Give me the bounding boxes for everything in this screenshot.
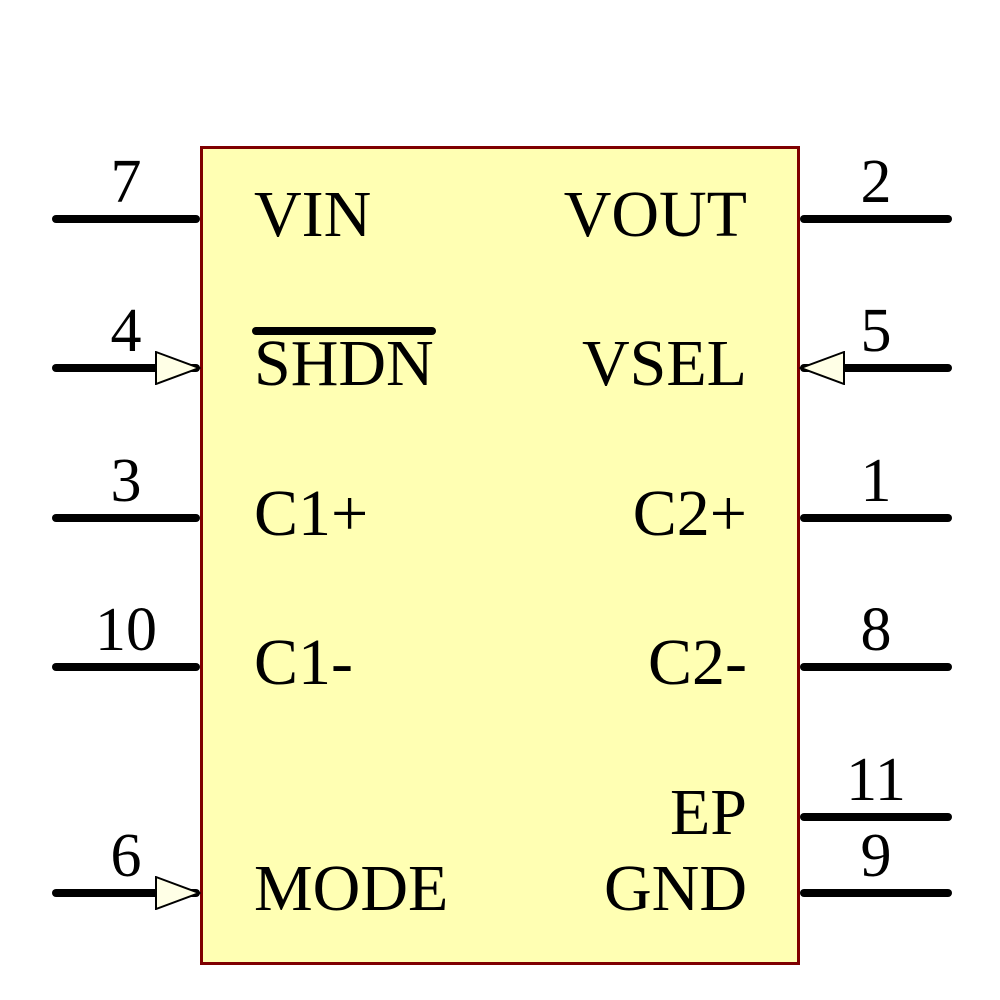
pin-number-9: 9 <box>860 822 892 890</box>
pin-label-mode: MODE <box>254 852 449 925</box>
pin-line-5[interactable] <box>800 364 952 372</box>
pin-line-2[interactable] <box>800 215 952 223</box>
pin-line-4[interactable] <box>52 364 200 372</box>
pin-label-gnd: GND <box>604 852 747 925</box>
input-arrow-icon <box>799 351 845 385</box>
pin-label-vin: VIN <box>254 178 372 251</box>
pin-label-c1minus: C1- <box>254 626 353 699</box>
pin-number-6: 6 <box>110 822 142 890</box>
pin-number-7: 7 <box>110 148 142 216</box>
pin-label-c2minus: C2- <box>648 626 747 699</box>
input-arrow-icon <box>155 876 201 910</box>
pin-number-1: 1 <box>860 447 892 515</box>
ic-body[interactable] <box>200 146 800 965</box>
pin-line-3[interactable] <box>52 514 200 522</box>
pin-line-10[interactable] <box>52 663 200 671</box>
pin-number-3: 3 <box>110 447 142 515</box>
pin-line-1[interactable] <box>800 514 952 522</box>
pin-label-shdn: SHDN <box>252 327 436 400</box>
pin-line-7[interactable] <box>52 215 200 223</box>
pin-line-6[interactable] <box>52 889 200 897</box>
pin-label-c1plus: C1+ <box>254 477 369 550</box>
pin-number-11: 11 <box>846 746 906 814</box>
pin-number-4: 4 <box>110 297 142 365</box>
pin-number-10: 10 <box>95 596 157 664</box>
pin-label-ep: EP <box>669 776 747 849</box>
input-arrow-icon <box>155 351 201 385</box>
pin-line-8[interactable] <box>800 663 952 671</box>
pin-label-c2plus: C2+ <box>632 477 747 550</box>
pin-line-11[interactable] <box>800 813 952 821</box>
pin-number-8: 8 <box>860 596 892 664</box>
pin-line-9[interactable] <box>800 889 952 897</box>
pin-number-2: 2 <box>860 148 892 216</box>
pin-number-5: 5 <box>860 297 892 365</box>
pin-label-vsel: VSEL <box>582 327 747 400</box>
pin-label-vout: VOUT <box>563 178 747 251</box>
